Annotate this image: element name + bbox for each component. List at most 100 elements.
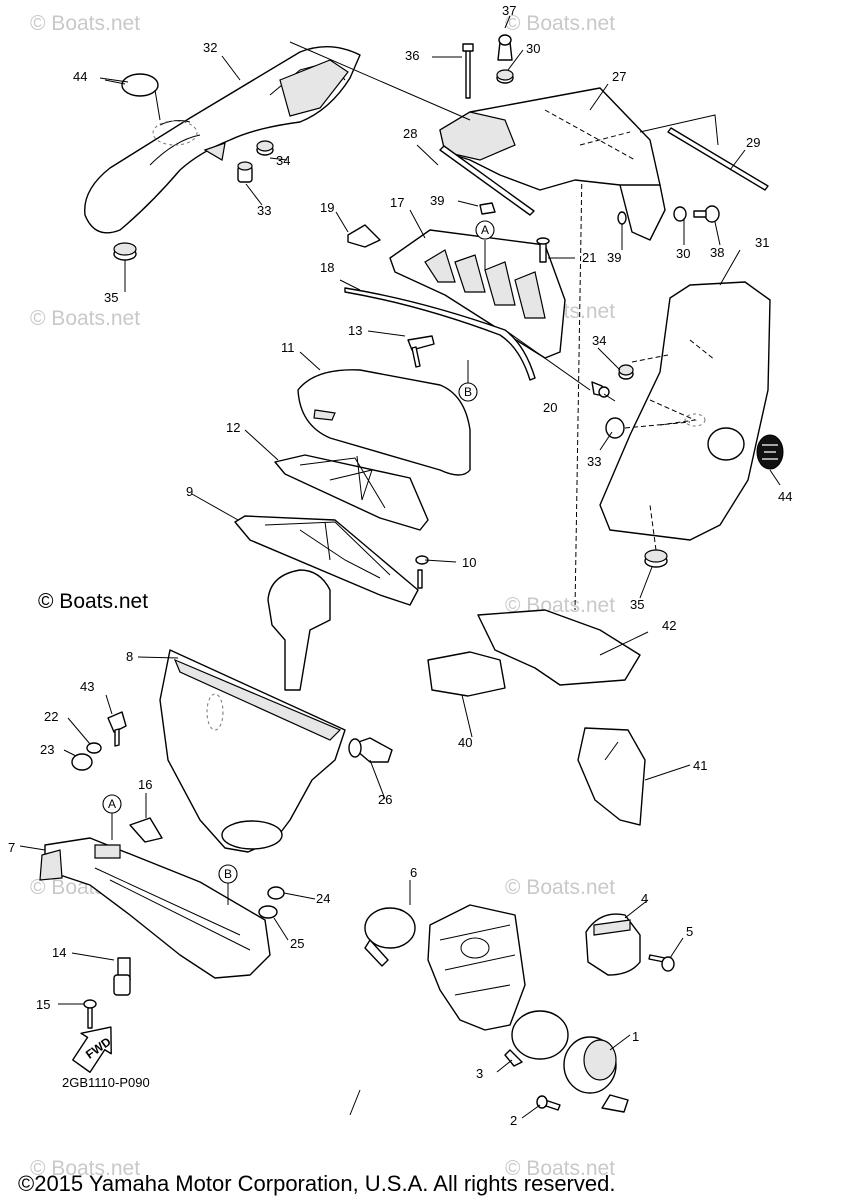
grommet-23 [71, 753, 93, 771]
panel-41 [577, 727, 646, 826]
callout-7: 7 [8, 840, 15, 855]
intake-joint-1 [563, 1036, 629, 1113]
yamaha-emblem [756, 434, 784, 470]
callout-39-right: 39 [607, 250, 621, 265]
callout-6: 6 [410, 865, 417, 880]
ref-mark-b-bottom: B [218, 864, 238, 884]
callout-43: 43 [80, 679, 94, 694]
filter-frame [274, 454, 429, 531]
throttle-body [427, 904, 526, 1031]
svg-text:B: B [464, 385, 472, 399]
grommet-24 [267, 886, 285, 900]
fastener-38 [693, 205, 720, 223]
callout-8: 8 [126, 649, 133, 664]
callout-35-left: 35 [104, 290, 118, 305]
screw-20 [591, 381, 610, 398]
watermark: © Boats.net [30, 307, 140, 330]
leader-line [111, 240, 486, 905]
callout-labels: 1 2 3 4 5 6 7 8 9 10 11 12 13 14 15 16 1… [8, 3, 792, 1128]
callout-23: 23 [40, 742, 54, 757]
ref-mark-a-top: A [475, 220, 495, 240]
callout-25: 25 [290, 936, 304, 951]
air-duct-cover [439, 87, 666, 241]
clip-39-right [617, 211, 627, 225]
grommet-25 [258, 905, 278, 919]
rod-28 [439, 145, 535, 216]
callout-38: 38 [710, 245, 724, 260]
screw-15 [83, 999, 97, 1029]
grommet-33-right [605, 417, 625, 439]
rod-29 [667, 127, 769, 191]
watermark: © Boats.net [30, 1157, 140, 1180]
screw-36 [462, 43, 474, 99]
callout-33-left: 33 [257, 203, 271, 218]
bolt-13 [407, 335, 435, 368]
callout-41: 41 [693, 758, 707, 773]
panel-42 [477, 609, 641, 686]
svg-text:A: A [108, 797, 116, 811]
clip-16 [129, 817, 163, 843]
callout-44-left: 44 [73, 69, 87, 84]
side-cover-left [84, 46, 361, 234]
watermark: © Boats.net [505, 876, 615, 899]
sensor-14 [113, 957, 131, 996]
callout-14: 14 [52, 945, 66, 960]
callout-2: 2 [510, 1113, 517, 1128]
diagram-code: 2GB1110-P090 [62, 1075, 150, 1090]
callout-34-right: 34 [592, 333, 606, 348]
grommet-35-right [644, 549, 668, 568]
watermark: © Boats.net [505, 1157, 615, 1180]
fwd-arrow: FWD [72, 1026, 114, 1073]
callout-4: 4 [641, 891, 648, 906]
clamp-4 [585, 913, 641, 976]
callout-37: 37 [502, 3, 516, 18]
bolt-5 [648, 954, 675, 972]
screw-2 [536, 1095, 561, 1111]
callout-29: 29 [746, 135, 760, 150]
callout-20: 20 [543, 400, 557, 415]
strap-18 [344, 287, 536, 381]
callout-10: 10 [462, 555, 476, 570]
air-filter-cover [297, 369, 471, 476]
dashed-reference-line [624, 354, 691, 551]
svg-text:B: B [224, 867, 232, 881]
callout-9: 9 [186, 484, 193, 499]
callout-27: 27 [612, 69, 626, 84]
callout-16: 16 [138, 777, 152, 792]
callout-33-right: 33 [587, 454, 601, 469]
emblem-left [121, 73, 159, 97]
callout-22: 22 [44, 709, 58, 724]
screw-21 [536, 237, 550, 263]
screw-10 [415, 555, 429, 589]
leader-line [104, 79, 161, 121]
copyright-watermark: © Boats.net [38, 590, 148, 613]
bolt-43 [107, 711, 127, 747]
callout-15: 15 [36, 997, 50, 1012]
callout-28: 28 [403, 126, 417, 141]
filter-bracket [389, 229, 566, 359]
grommet-34-right [618, 364, 634, 380]
clip-19 [347, 224, 381, 248]
watermark: © Boats.net [30, 12, 140, 35]
callout-3: 3 [476, 1066, 483, 1081]
callout-24: 24 [316, 891, 330, 906]
callout-44-right: 44 [778, 489, 792, 504]
leader-line [504, 329, 591, 391]
hose-clamp-3 [504, 1010, 569, 1067]
hose-clamp-6 [364, 907, 416, 967]
callout-31: 31 [755, 235, 769, 250]
callout-21: 21 [582, 250, 596, 265]
callout-35-right: 35 [630, 597, 644, 612]
callout-1: 1 [632, 1029, 639, 1044]
washer-30-top [496, 69, 514, 84]
callout-30-top: 30 [526, 41, 540, 56]
clip-39-top [479, 202, 496, 215]
callout-leaders [19, 15, 781, 1119]
hose-joint-26 [348, 737, 393, 763]
callout-13: 13 [348, 323, 362, 338]
leader-line [289, 41, 719, 146]
copyright-notice: ©2015 Yamaha Motor Corporation, U.S.A. A… [18, 1171, 615, 1196]
grommet-35-left [113, 242, 137, 261]
dashed-reference-line [574, 167, 583, 611]
